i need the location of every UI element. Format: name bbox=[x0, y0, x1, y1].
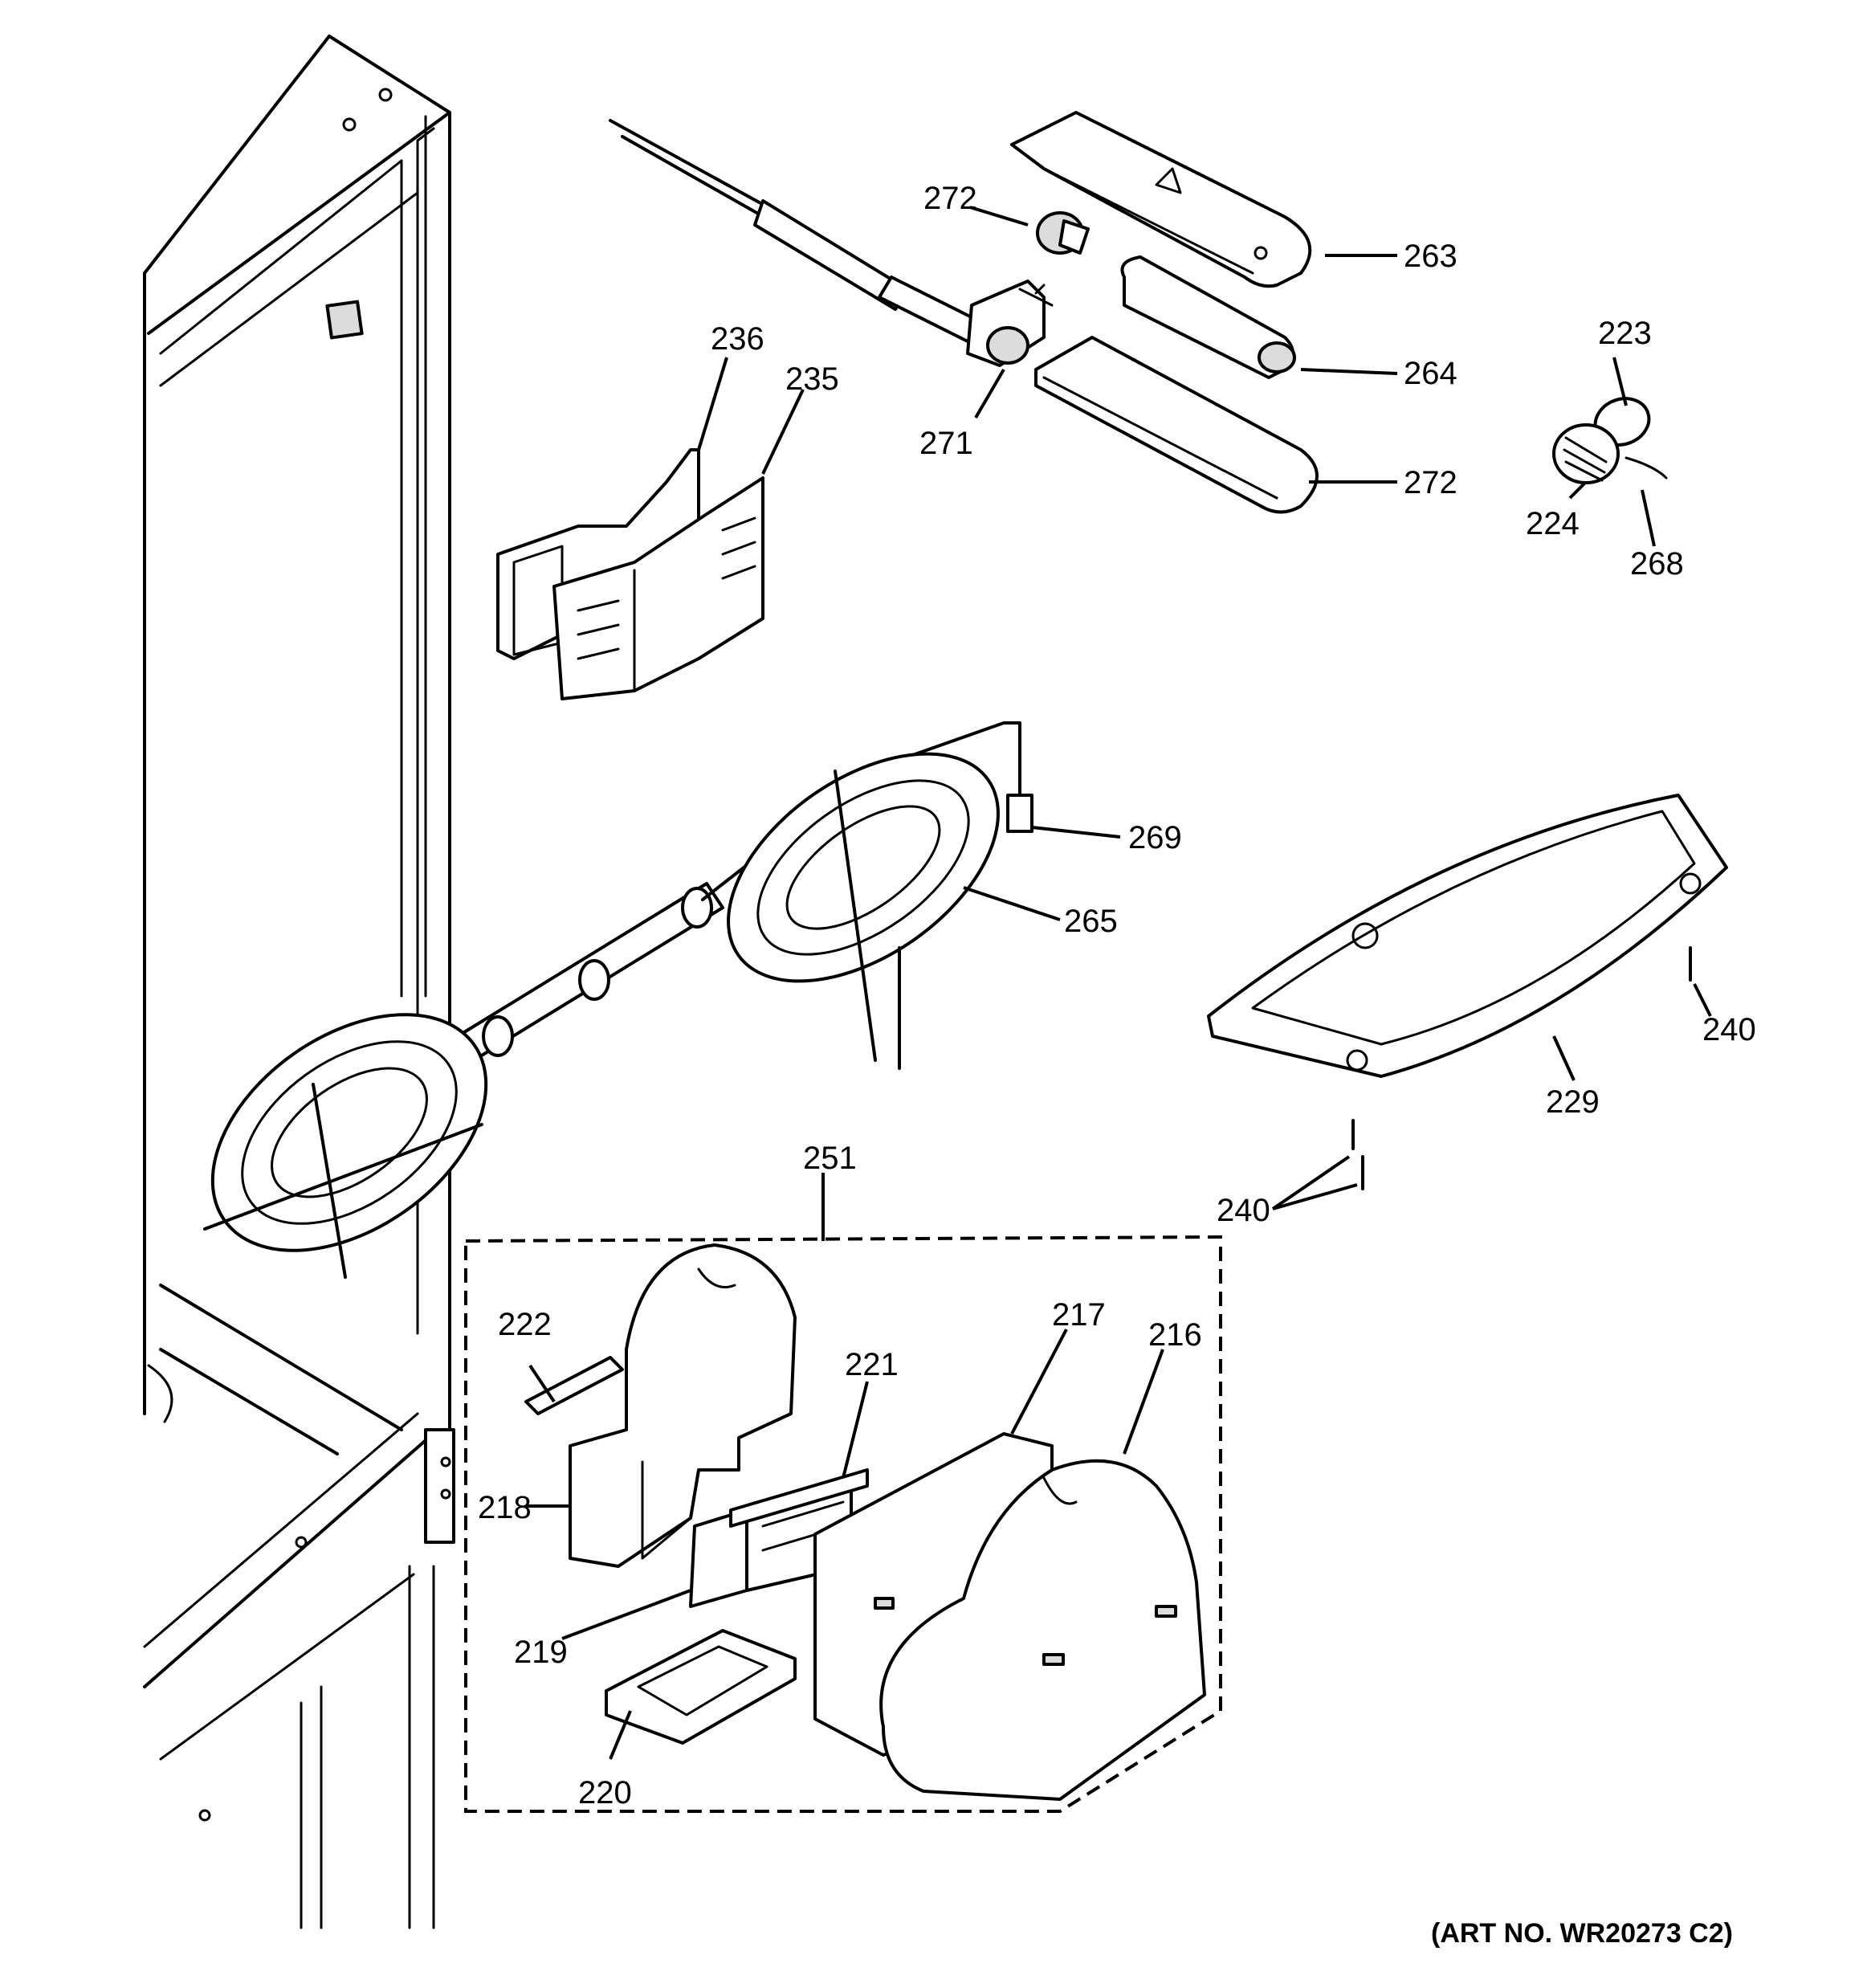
callout-272: 272 bbox=[1404, 465, 1457, 500]
callout-216: 216 bbox=[1148, 1317, 1202, 1353]
water-filter-264 bbox=[1120, 255, 1296, 379]
callout-224: 224 bbox=[1526, 506, 1580, 541]
callout-240-right: 240 bbox=[1702, 1012, 1756, 1047]
filter-door-272 bbox=[1034, 336, 1319, 514]
callout-labels: 272 271 263 264 272 236 235 269 265 223 … bbox=[478, 181, 1756, 1810]
callout-229: 229 bbox=[1546, 1084, 1600, 1120]
water-supply-line bbox=[609, 119, 989, 347]
filter-head-270 bbox=[966, 280, 1054, 367]
callout-268: 268 bbox=[1630, 546, 1684, 582]
callout-236: 236 bbox=[711, 321, 764, 357]
callout-264: 264 bbox=[1404, 356, 1457, 391]
callout-271: 272 bbox=[923, 181, 977, 216]
callout-265: 265 bbox=[1064, 904, 1118, 939]
callout-220: 220 bbox=[578, 1775, 632, 1810]
callout-217: 217 bbox=[1052, 1297, 1106, 1333]
callout-219: 219 bbox=[514, 1635, 568, 1670]
drain-hose-grommet bbox=[1552, 397, 1668, 484]
bypass-plug-271 bbox=[1036, 211, 1090, 255]
gasket-220 bbox=[605, 1629, 797, 1745]
refrigerator-cabinet bbox=[143, 35, 455, 1929]
art-number: (ART NO. WR20273 C2) bbox=[1431, 1918, 1733, 1949]
callout-218: 218 bbox=[478, 1490, 532, 1525]
callout-223: 223 bbox=[1598, 316, 1652, 351]
callout-222: 222 bbox=[498, 1307, 552, 1342]
water-tank-coils-265 bbox=[203, 721, 1033, 1279]
screws-240 bbox=[1351, 946, 1692, 1190]
callout-263: 263 bbox=[1404, 239, 1457, 274]
callout-235: 235 bbox=[785, 361, 839, 397]
drain-pan-229 bbox=[1207, 794, 1728, 1078]
callout-221: 221 bbox=[845, 1347, 899, 1382]
callout-269: 269 bbox=[1128, 820, 1182, 855]
callout-251: 251 bbox=[803, 1141, 857, 1176]
leader-lines bbox=[526, 206, 1712, 1760]
fan-cover-216 bbox=[879, 1459, 1206, 1801]
duct-cover-235 bbox=[552, 476, 764, 700]
shaft-222 bbox=[524, 1356, 624, 1415]
callout-270: 271 bbox=[919, 426, 973, 461]
fan-housing-218 bbox=[569, 1243, 797, 1568]
callout-240-bottom: 240 bbox=[1217, 1193, 1270, 1228]
bracket-221 bbox=[729, 1468, 869, 1528]
filter-cover-263 bbox=[1010, 111, 1312, 288]
